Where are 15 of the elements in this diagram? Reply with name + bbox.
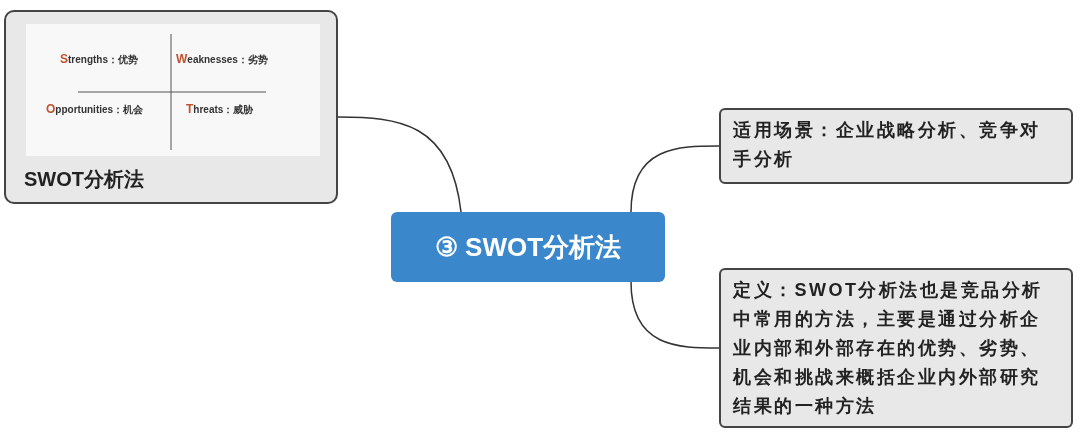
- topic-title: SWOT分析法: [24, 167, 144, 192]
- connector-line: [630, 145, 720, 213]
- quadrant-label: Weaknesses：劣势: [176, 51, 268, 68]
- connector-line: [337, 116, 462, 213]
- subtopic-box: [719, 108, 1073, 184]
- central-topic-box: [391, 212, 665, 282]
- subtopic-box: [719, 268, 1073, 428]
- quadrant-label: Opportunities：机会: [46, 101, 144, 118]
- subtopic-text: 适用场景：企业战略分析、竞争对手分析: [733, 119, 1042, 171]
- connector-line: [630, 281, 720, 349]
- subtopic-text: 定义：SWOT分析法也是竞品分析中常用的方法，主要是通过分析企业内部和外部存在的优势、劣势、机会和挑战来概括企业内外部研究结果的一种方法: [733, 279, 1044, 418]
- quadrant-label: Strengths：优势: [60, 51, 138, 68]
- central-topic-text: ③ SWOT分析法: [434, 230, 622, 264]
- quadrant-label: Threats：威胁: [186, 101, 254, 118]
- topic-card: [4, 10, 338, 204]
